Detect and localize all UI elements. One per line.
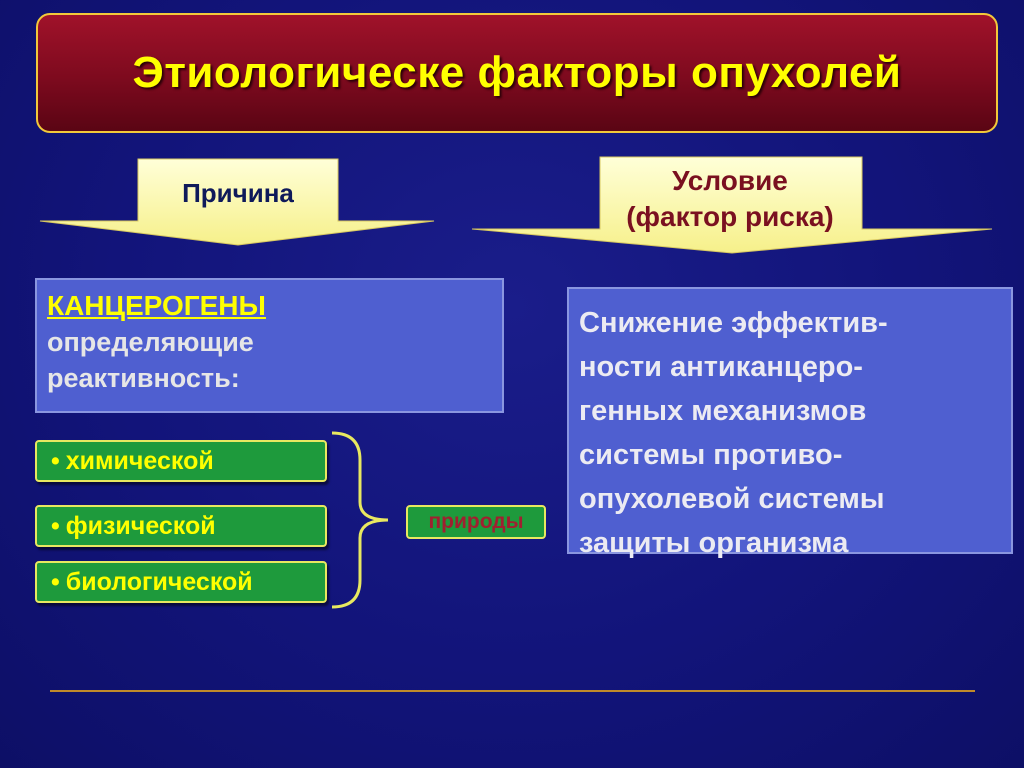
risk-line: опухолевой системы bbox=[579, 483, 885, 515]
risk-line: ности антиканцеро- bbox=[579, 351, 863, 383]
slide-title: Этиологическе факторы опухолей bbox=[132, 48, 902, 97]
carcinogens-line1: определяющие bbox=[47, 327, 254, 357]
cause-arrow bbox=[39, 158, 435, 246]
bullet-icon: • bbox=[51, 447, 60, 475]
bullet-icon: • bbox=[51, 568, 60, 596]
risk-line: генных механизмов bbox=[579, 395, 867, 427]
risk-line: системы противо- bbox=[579, 439, 843, 471]
risk-line: защиты организма bbox=[579, 527, 849, 559]
nature-group-label: природы bbox=[406, 505, 546, 539]
curly-brace-icon bbox=[331, 431, 389, 609]
condition-label: Условие (фактор риска) bbox=[596, 163, 864, 235]
bullet-icon: • bbox=[51, 512, 60, 540]
carcinogens-line2: реактивность: bbox=[47, 363, 240, 393]
risk-line: Снижение эффектив- bbox=[579, 307, 888, 339]
carcinogens-title: КАНЦЕРОГЕНЫ bbox=[47, 290, 266, 321]
condition-arrow bbox=[471, 156, 993, 254]
risk-box: Снижение эффектив- ности антиканцеро- ге… bbox=[567, 287, 1013, 559]
nature-item-label: биологической bbox=[65, 568, 253, 596]
nature-item-biological: •биологической bbox=[35, 561, 327, 603]
footer-divider bbox=[50, 690, 975, 692]
nature-item-label: физической bbox=[65, 512, 216, 540]
condition-label-line2: (фактор риска) bbox=[626, 201, 834, 232]
title-banner: Этиологическе факторы опухолей bbox=[36, 13, 998, 133]
carcinogens-box: КАНЦЕРОГЕНЫ определяющие реактивность: bbox=[35, 278, 504, 413]
cause-label: Причина bbox=[182, 178, 294, 208]
nature-item-label: химической bbox=[65, 447, 214, 475]
condition-label-line1: Условие bbox=[672, 165, 788, 196]
nature-item-physical: •физической bbox=[35, 505, 327, 547]
nature-item-chemical: •химической bbox=[35, 440, 327, 482]
